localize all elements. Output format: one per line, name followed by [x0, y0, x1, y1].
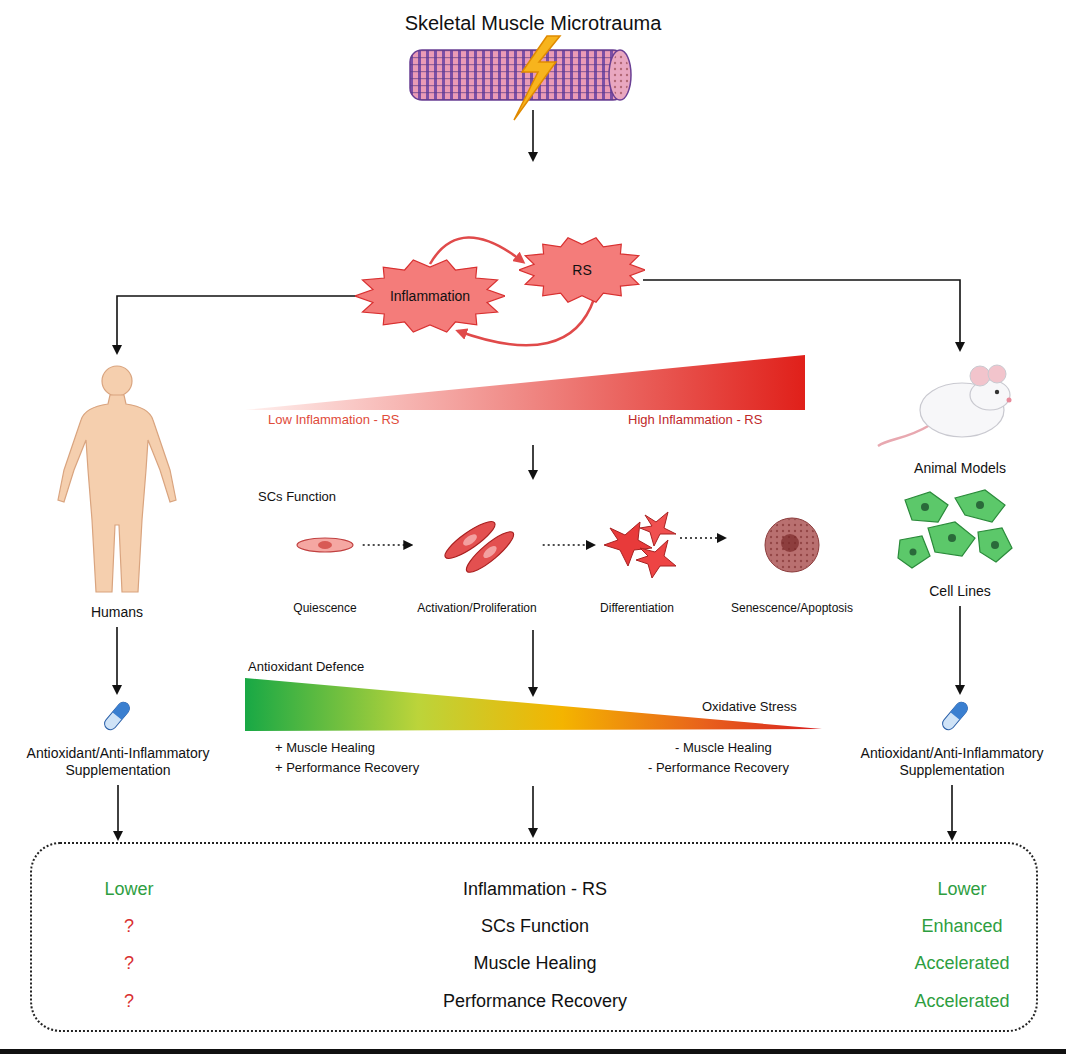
illustrated-node: Quiescence [290, 515, 359, 615]
outcome-cell: Muscle Healing [473, 953, 596, 975]
diagram-title: Skeletal Muscle Microtrauma [405, 12, 662, 35]
illustrated-node: Activation/Proliferation [414, 515, 539, 615]
mouse-illustration [878, 365, 1012, 446]
outcome-cell: ? [124, 991, 134, 1013]
outcome-cell: Enhanced [921, 916, 1002, 938]
flow-arrow [532, 630, 534, 695]
illustrated-node: Senescence/Apoptosis [728, 515, 856, 615]
starburst-node: RS [519, 237, 645, 303]
annotation-label: - Muscle Healing [675, 740, 772, 755]
annotation-label: SCs Function [258, 489, 336, 504]
supplement-pill [102, 700, 132, 732]
connector-arrow [363, 544, 412, 546]
supplement-pill [940, 700, 970, 732]
muscle-fiber [410, 36, 631, 120]
supplement-node: Antioxidant/Anti-Inflammatory Supplement… [4, 696, 232, 779]
antioxidant-gradient [245, 678, 822, 731]
node-label: Quiescence [293, 601, 356, 615]
cell-culture [898, 490, 1012, 568]
supplement-node: Antioxidant/Anti-Inflammatory Supplement… [844, 696, 1060, 779]
illustrated-node: Humans [52, 355, 182, 621]
flow-arrow [532, 786, 534, 836]
outcome-cell: Accelerated [914, 953, 1009, 975]
node-label: Antioxidant/Anti-Inflammatory Supplement… [847, 745, 1057, 779]
outcome-cell: Accelerated [914, 991, 1009, 1013]
connector-arrow [116, 627, 118, 693]
annotation-label: Low Inflammation - RS [268, 412, 400, 427]
flow-arrow [532, 110, 534, 160]
starburst-node: Inflammation [355, 259, 505, 333]
connector-arrow [951, 785, 953, 839]
annotation-label: Oxidative Stress [702, 699, 797, 714]
outcome-cell: Lower [937, 879, 986, 901]
node-label: Cell Lines [929, 583, 990, 600]
outcome-cell: ? [124, 916, 134, 938]
illustrated-node: Animal Models [895, 352, 1025, 477]
annotation-label: High Inflammation - RS [628, 412, 762, 427]
illustrated-node: Cell Lines [900, 485, 1020, 600]
node-label: Senescence/Apoptosis [731, 601, 853, 615]
connector-arrow [117, 296, 357, 353]
annotation-label: - Performance Recovery [648, 760, 789, 775]
outcome-cell: Inflammation - RS [463, 879, 607, 901]
connector-arrow [959, 606, 961, 693]
connector-arrow [543, 544, 594, 546]
outcome-cell: ? [124, 953, 134, 975]
annotation-label: + Performance Recovery [275, 760, 419, 775]
outcome-cell: Lower [104, 879, 153, 901]
bottom-rule [0, 1049, 1066, 1054]
node-label: Differentiation [600, 601, 674, 615]
satellite-cell-icons [297, 512, 819, 578]
connector-arrow [117, 785, 119, 839]
connector-arrow [643, 280, 960, 350]
outcome-cell: Performance Recovery [443, 991, 627, 1013]
node-label: Inflammation [390, 288, 470, 305]
node-label: Humans [91, 604, 143, 621]
annotation-label: Antioxidant Defence [248, 659, 364, 674]
outcome-box: Lower Inflammation - RS Lower? SCs Function… [30, 842, 1038, 1032]
node-label: Antioxidant/Anti-Inflammatory Supplement… [7, 745, 229, 779]
node-label: RS [572, 262, 591, 279]
node-label: Animal Models [914, 460, 1006, 477]
connector-arrow [430, 237, 523, 264]
annotation-label: + Muscle Healing [275, 740, 375, 755]
connector-arrow [680, 537, 725, 539]
flow-arrow [532, 445, 534, 478]
human-figure [58, 366, 176, 592]
node-label: Activation/Proliferation [417, 601, 536, 615]
outcome-cell: SCs Function [481, 916, 589, 938]
inflammation-gradient [245, 355, 805, 410]
illustrated-node: Differentiation [597, 508, 677, 615]
